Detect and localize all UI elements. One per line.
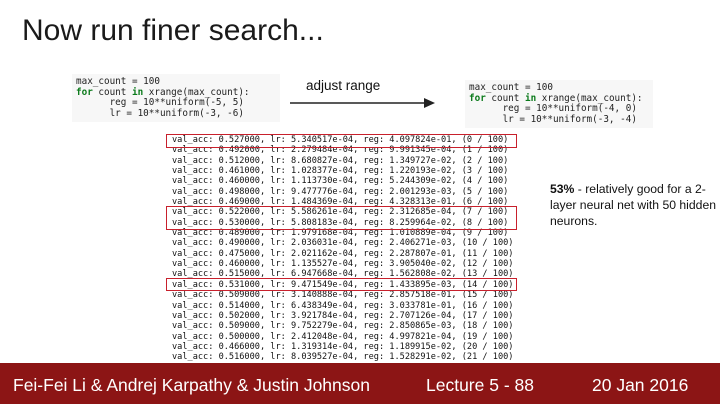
note-highlight: 53% <box>550 182 575 196</box>
log-line: val_acc: 0.531000, lr: 9.471549e-04, reg… <box>172 279 514 290</box>
slide-title: Now run finer search... <box>22 14 324 47</box>
log-line: val_acc: 0.515000, lr: 6.947668e-04, reg… <box>172 269 514 280</box>
log-line: val_acc: 0.509000, lr: 3.140888e-04, reg… <box>172 290 514 301</box>
log-line: val_acc: 0.460000, lr: 1.113730e-04, reg… <box>172 176 509 187</box>
log-line: val_acc: 0.460000, lr: 1.135527e-04, reg… <box>172 259 514 270</box>
log-line: val_acc: 0.492000, lr: 2.279484e-04, reg… <box>172 145 509 156</box>
code-line: lr = 10**uniform(-3, -6) <box>76 107 244 119</box>
log-line: val_acc: 0.509000, lr: 9.752279e-04, reg… <box>172 321 514 332</box>
log-line: val_acc: 0.489000, lr: 1.979168e-04, reg… <box>172 228 509 239</box>
footer-date: 20 Jan 2016 <box>592 375 689 395</box>
code-line: for count in xrange(max_count): <box>469 92 649 105</box>
log-line: val_acc: 0.469000, lr: 1.484369e-04, reg… <box>172 197 509 208</box>
footer-bar: Fei-Fei Li & Andrej Karpathy & Justin Jo… <box>0 363 720 404</box>
footer-lecture-number: Lecture 5 - 88 <box>426 375 534 395</box>
highlight-box-row-14 <box>166 278 517 291</box>
code-line: reg = 10**uniform(-5, 5) <box>76 97 244 109</box>
code-line: max_count = 100 <box>76 76 160 87</box>
code-keyword: in <box>131 86 144 98</box>
log-line: val_acc: 0.498000, lr: 9.477776e-04, reg… <box>172 186 509 197</box>
code-line: lr = 10**uniform(-3, -4) <box>469 113 637 125</box>
highlight-box-row-0 <box>166 134 517 148</box>
code-line: max_count = 100 <box>469 82 553 93</box>
log-line: val_acc: 0.502000, lr: 3.921784e-04, reg… <box>172 310 514 321</box>
search-results-log: val_acc: 0.527000, lr: 5.340517e-04, reg… <box>172 135 513 363</box>
log-line: val_acc: 0.466000, lr: 1.319314e-04, reg… <box>172 341 514 352</box>
arrow-label: adjust range <box>306 78 381 93</box>
log-line: val_acc: 0.516000, lr: 8.039527e-04, reg… <box>172 352 514 363</box>
log-line: val_acc: 0.490000, lr: 2.036031e-04, reg… <box>172 238 514 249</box>
highlight-box-rows-7-8 <box>166 206 517 230</box>
footer-authors: Fei-Fei Li & Andrej Karpathy & Justin Jo… <box>13 375 370 395</box>
log-line: val_acc: 0.500000, lr: 2.412048e-04, reg… <box>172 331 514 342</box>
code-keyword: for <box>76 86 93 98</box>
log-line: val_acc: 0.461000, lr: 1.028377e-04, reg… <box>172 166 509 177</box>
code-line: reg = 10**uniform(-4, 0) <box>469 103 637 115</box>
code-text: xrange(max_count): <box>536 92 643 104</box>
log-line: val_acc: 0.522000, lr: 5.586261e-04, reg… <box>172 207 509 218</box>
code-keyword: in <box>524 92 537 104</box>
code-line: for count in xrange(max_count): <box>76 86 276 99</box>
log-line: val_acc: 0.527000, lr: 5.340517e-04, reg… <box>172 135 509 145</box>
log-line: val_acc: 0.475000, lr: 2.021162e-04, reg… <box>172 248 514 259</box>
code-text: count <box>485 92 525 104</box>
code-text: count <box>92 86 132 98</box>
log-line: val_acc: 0.514000, lr: 6.438349e-04, reg… <box>172 300 514 311</box>
log-line: val_acc: 0.512000, lr: 8.680827e-04, reg… <box>172 155 509 166</box>
code-keyword: for <box>469 92 486 104</box>
code-text: xrange(max_count): <box>143 86 250 98</box>
note-text: - relatively good for a 2-layer neural n… <box>550 182 716 228</box>
log-line: val_acc: 0.530000, lr: 5.808183e-04, reg… <box>172 217 509 228</box>
right-arrow-icon <box>290 98 435 108</box>
result-note: 53% - relatively good for a 2-layer neur… <box>550 181 718 229</box>
